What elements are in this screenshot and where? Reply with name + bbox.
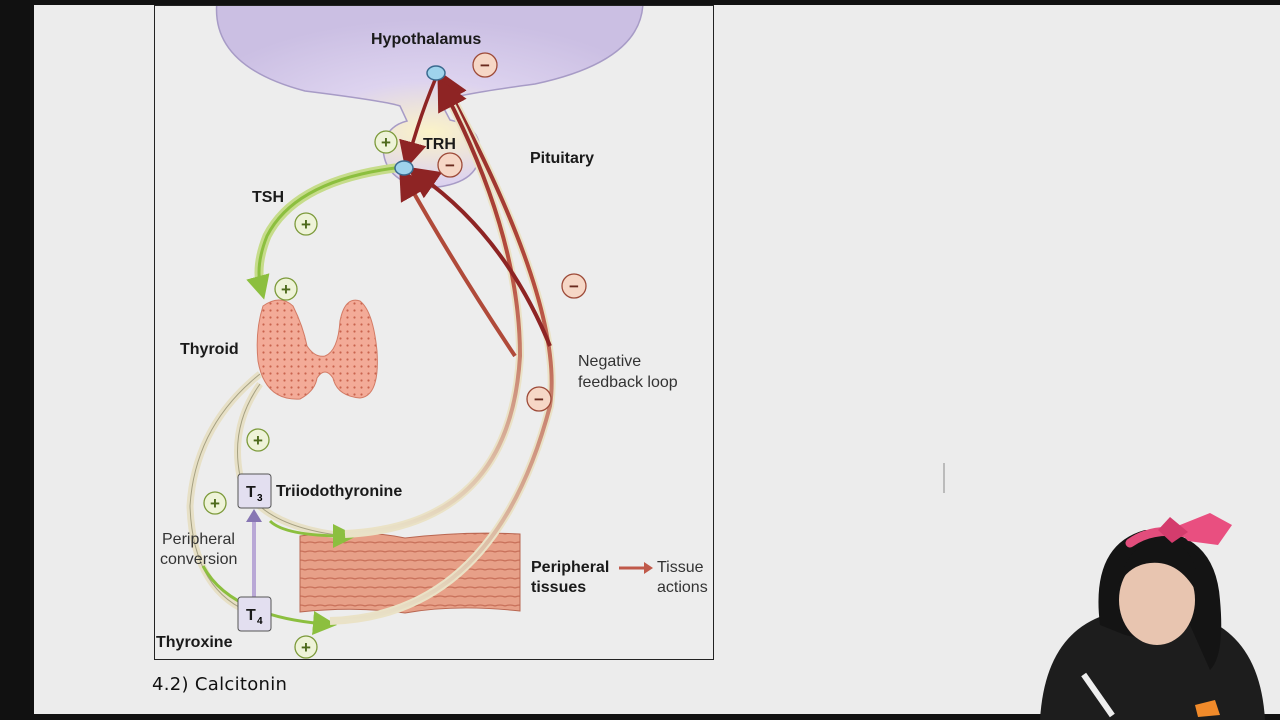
svg-text:−: − xyxy=(480,56,490,75)
svg-text:−: − xyxy=(445,156,455,175)
thyroid-axis-diagram: T 3 T 4 Hypothalamus TRH Pituitary TSH T… xyxy=(154,5,714,660)
svg-text:−: − xyxy=(534,390,544,409)
svg-text:4: 4 xyxy=(257,616,263,627)
t3-name-label: Triiodothyronine xyxy=(276,483,402,500)
svg-text:+: + xyxy=(253,431,263,450)
plus-sign-tsh: + xyxy=(294,212,318,236)
pituitary-label: Pituitary xyxy=(530,150,594,167)
peripheral-conversion-label-2: conversion xyxy=(160,551,237,568)
diagram-canvas: T 3 T 4 Hypothalamus TRH Pituitary TSH T… xyxy=(156,6,708,659)
svg-text:+: + xyxy=(281,280,291,299)
plus-sign-trh: + xyxy=(374,130,398,154)
negative-feedback-label-2: feedback loop xyxy=(578,374,678,391)
tsh-label: TSH xyxy=(252,189,284,206)
plus-sign-thyroxine-tissue: + xyxy=(294,635,318,659)
plus-sign-t3-output: + xyxy=(246,428,270,452)
t4-box: T 4 xyxy=(237,596,272,632)
peripheral-conversion-label-1: Peripheral xyxy=(162,531,235,548)
minus-sign-hypothalamus: − xyxy=(472,52,498,78)
thyroid-gland xyxy=(256,299,378,400)
pituitary-cell xyxy=(394,160,414,176)
svg-text:T: T xyxy=(246,607,256,624)
bottom-letterbox xyxy=(0,714,1280,720)
thyroxine-label: Thyroxine xyxy=(156,634,233,651)
hypothalamus-label: Hypothalamus xyxy=(371,31,481,48)
thyroid-label: Thyroid xyxy=(180,341,239,358)
t3-box: T 3 xyxy=(237,473,272,509)
minus-sign-feedback-upper: − xyxy=(561,273,587,299)
tissue-actions-label-1: Tissue xyxy=(657,559,704,576)
plus-sign-t4-output: + xyxy=(203,491,227,515)
svg-text:−: − xyxy=(569,277,579,296)
svg-text:+: + xyxy=(210,494,220,513)
left-letterbox xyxy=(0,0,34,720)
svg-text:+: + xyxy=(301,638,311,657)
text-cursor-mark xyxy=(943,463,945,493)
peripheral-tissues-label-2: tissues xyxy=(531,579,586,596)
top-letterbox xyxy=(0,0,1280,5)
plus-sign-thyroid: + xyxy=(274,277,298,301)
hypothalamus-cell xyxy=(426,65,446,81)
peripheral-tissues-label-1: Peripheral xyxy=(531,559,609,576)
minus-sign-feedback-lower: − xyxy=(526,386,552,412)
presenter-webcam xyxy=(1040,513,1265,720)
svg-text:3: 3 xyxy=(257,493,263,504)
trh-label: TRH xyxy=(423,136,456,153)
svg-text:+: + xyxy=(301,215,311,234)
minus-sign-pituitary: − xyxy=(437,152,463,178)
tissue-actions-label-2: actions xyxy=(657,579,708,596)
svg-text:T: T xyxy=(246,484,256,501)
section-caption: 4.2) Calcitonin xyxy=(152,674,288,695)
negative-feedback-label-1: Negative xyxy=(578,353,641,370)
svg-text:+: + xyxy=(381,133,391,152)
